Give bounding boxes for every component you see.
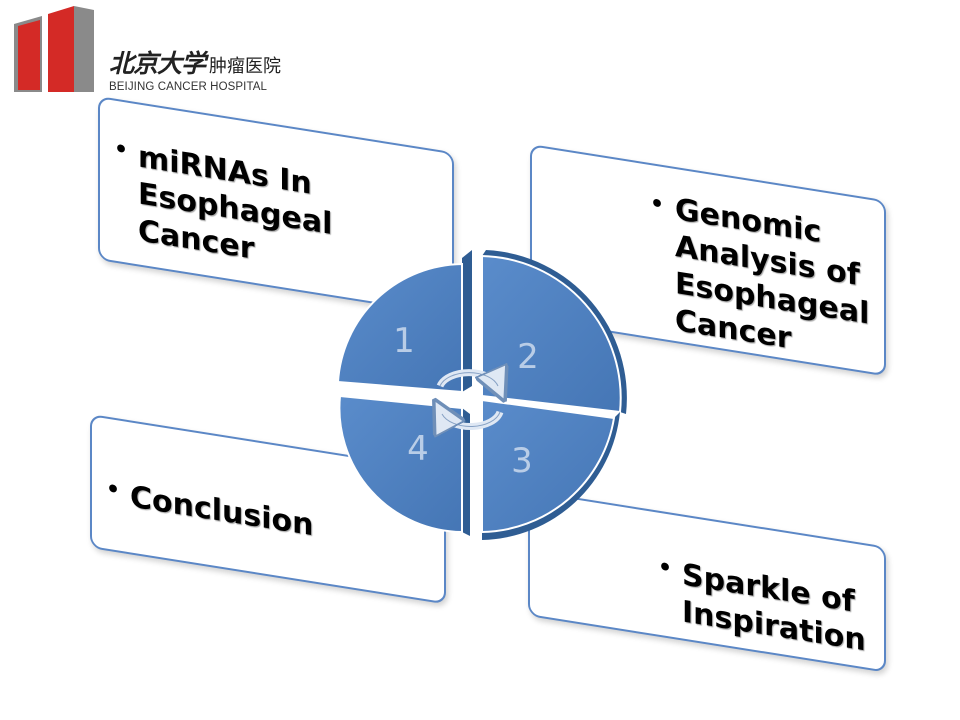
bullet-icon: • — [650, 191, 665, 219]
panel-conclusion-text: Conclusion — [130, 478, 314, 544]
bullet-icon: • — [114, 136, 129, 164]
cycle-arrow-bottom-outline-icon — [441, 411, 501, 427]
wheel-number-4: 4 — [407, 429, 429, 469]
wheel-segment-4 — [338, 394, 463, 534]
wheel-segment-2 — [481, 254, 622, 414]
panel-line: Conclusion — [130, 479, 314, 544]
logo-hospital-name: 肿瘤医院 — [209, 56, 282, 77]
hospital-logo: 北京大学肿瘤医院 BEIJING CANCER HOSPITAL — [14, 6, 304, 96]
bullet-icon: • — [658, 554, 673, 582]
wheel-segment-3 — [481, 398, 616, 534]
cycle-wheel: 1 2 3 4 — [336, 250, 627, 540]
bullet-icon: • — [106, 476, 121, 504]
wheel-number-3: 3 — [511, 441, 533, 481]
panel-genomic-text: Genomic Analysis of Esophageal Cancer — [675, 191, 869, 370]
wheel-segment-1-side — [462, 250, 472, 392]
logo-english-name: BEIJING CANCER HOSPITAL — [109, 81, 268, 93]
wheel-segment-4-side — [462, 408, 470, 536]
wheel-segment-3-side — [482, 412, 620, 540]
panel-mirnas-text: miRNAs In Esophageal Cancer — [138, 138, 332, 280]
panel-sparkle-text: Sparkle of Inspiration — [682, 556, 866, 659]
cycle-arrow-top-outline-icon — [439, 372, 499, 387]
logo-text: 北京大学肿瘤医院 BEIJING CANCER HOSPITAL — [109, 44, 281, 93]
logo-school-name: 北京大学 — [109, 49, 206, 78]
hospital-logo-mark-icon — [14, 6, 94, 92]
wheel-number-2: 2 — [517, 337, 539, 377]
wheel-segment-1 — [336, 262, 463, 394]
wheel-number-1: 1 — [393, 321, 415, 361]
